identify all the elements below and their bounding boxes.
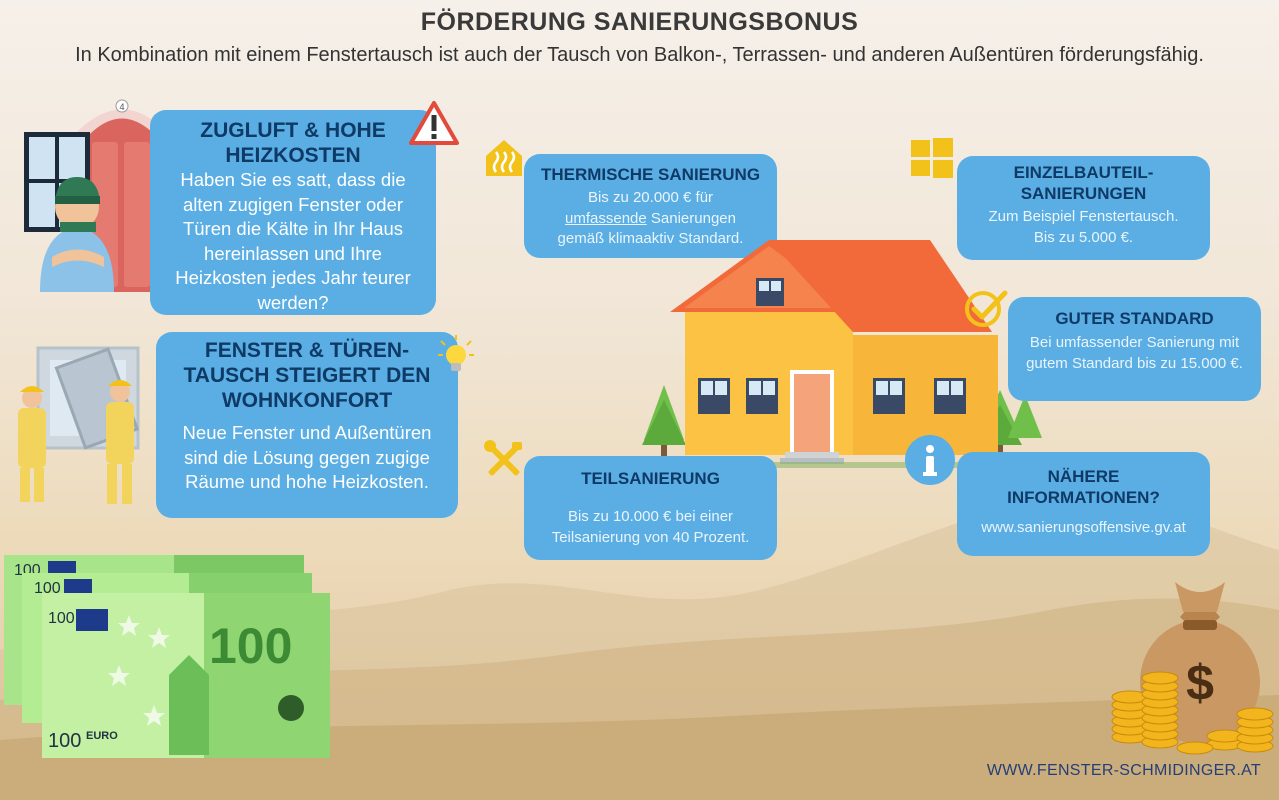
card-teil-title: TEILSANIERUNG	[581, 469, 720, 488]
page-title: FÖRDERUNG SANIERUNGSBONUS	[420, 8, 859, 36]
money-bag-illustration: $	[1111, 582, 1274, 755]
card-teilsanierung: TEILSANIERUNG Bis zu 10.000 € bei einer …	[524, 456, 777, 560]
tree-left	[642, 385, 686, 457]
bill-value-3: 100	[48, 610, 75, 627]
card-thermische-sanierung: THERMISCHE SANIERUNG Bis zu 20.000 € für…	[524, 154, 777, 258]
card-naehere-informationen: NÄHERE INFORMATIONEN? www.sanierungsoffe…	[957, 452, 1210, 556]
card-thermisch-title: THERMISCHE SANIERUNG	[540, 165, 761, 184]
heating-icon	[486, 140, 522, 176]
workers-illustration	[18, 346, 140, 504]
banknotes-illustration: 100 100 100 100 100 EURO	[4, 555, 330, 758]
card-zugluft-title: ZUGLUFT & HOHE HEIZKOSTEN	[200, 119, 386, 167]
info-icon	[905, 435, 955, 485]
card-thermisch-link[interactable]: umfassende	[565, 209, 647, 227]
page-subtitle: In Kombination mit einem Fenstertausch i…	[75, 44, 1204, 66]
card-einzel-text: Zum Beispiel Fenstertausch. Bis zu 5.000…	[988, 208, 1179, 246]
bill-value-large: 100	[209, 618, 292, 674]
card-zugluft-text: Haben Sie es satt, dass die alten zugige…	[175, 169, 411, 313]
banknote-front: 100 100 100 EURO	[42, 593, 330, 758]
card-einzel-title: EINZELBAUTEIL-SANIERUNGEN	[1013, 163, 1154, 203]
footer-website-link[interactable]: WWW.FENSTER-SCHMIDINGER.AT	[986, 762, 1261, 779]
card-teil-text: Bis zu 10.000 € bei einer Teilsanierung …	[551, 508, 750, 546]
tools-icon	[484, 440, 522, 476]
card-zugluft: ZUGLUFT & HOHE HEIZKOSTEN Haben Sie es s…	[150, 110, 436, 315]
card-tausch-text: Neue Fenster und Außentüren sind die Lös…	[182, 422, 432, 492]
checkmark-icon	[965, 290, 1008, 327]
card-info-title: NÄHERE INFORMATIONEN?	[1007, 467, 1160, 507]
card-thermisch-text: Bis zu 20.000 € für umfassende Sanierung…	[532, 188, 769, 250]
house-illustration	[640, 240, 1060, 468]
bill-currency: EURO	[86, 730, 118, 742]
lightbulb-icon	[438, 335, 474, 371]
card-tausch-title: FENSTER & TÜREN-TAUSCH STEIGERT DEN WOHN…	[183, 339, 431, 412]
card-einzelbauteil: EINZELBAUTEIL-SANIERUNGEN Zum Beispiel F…	[957, 156, 1210, 260]
money-bag-symbol: $	[1186, 655, 1214, 711]
cold-person-illustration: 4	[24, 99, 167, 292]
door-number: 4	[119, 102, 124, 112]
card-thermisch-text-1: Bis zu 20.000 € für	[587, 189, 714, 206]
card-guter-standard: GUTER STANDARD Bei umfassender Sanierung…	[1008, 297, 1261, 401]
info-website-link[interactable]: www.sanierungsoffensive.gv.at	[981, 519, 1186, 536]
card-fenster-tausch: FENSTER & TÜREN-TAUSCH STEIGERT DEN WOHN…	[156, 332, 458, 518]
card-guter-title: GUTER STANDARD	[1055, 309, 1214, 328]
windows-icon	[911, 138, 953, 178]
card-thermisch-text-2: Sanierungen	[646, 209, 736, 227]
warning-icon	[409, 101, 459, 145]
bill-value-4: 100	[48, 730, 81, 752]
bill-value-2: 100	[34, 580, 61, 597]
card-guter-text: Bei umfassender Sanierung mit gutem Stan…	[1026, 334, 1243, 372]
card-thermisch-text-3: gemäß klimaaktiv Standard.	[557, 230, 744, 247]
